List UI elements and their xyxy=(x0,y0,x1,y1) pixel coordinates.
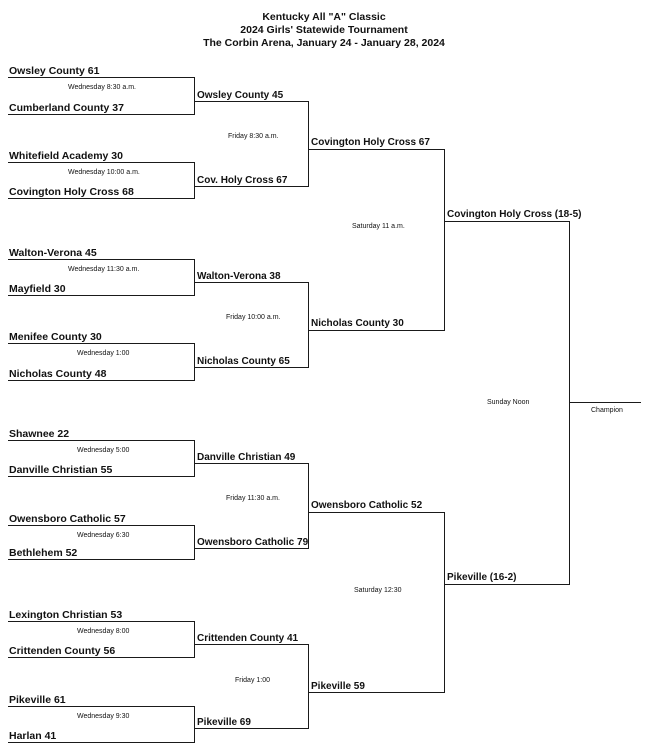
bracket-line xyxy=(194,621,195,658)
r2-team: Owensboro Catholic 79 xyxy=(197,537,309,548)
bracket-line xyxy=(194,525,195,560)
bracket-line xyxy=(194,101,309,102)
final-team: Pikeville (16-2) xyxy=(447,572,517,583)
bracket-line xyxy=(444,584,570,585)
bracket-line xyxy=(8,706,195,707)
r1-team: Menifee County 30 xyxy=(9,331,102,343)
bracket-line xyxy=(194,706,195,743)
bracket-line xyxy=(8,162,195,163)
r2-team: Danville Christian 49 xyxy=(197,452,296,463)
r1-team: Bethlehem 52 xyxy=(9,547,78,559)
bracket-line xyxy=(308,644,309,729)
bracket-line xyxy=(308,692,445,693)
game-time: Wednesday 8:30 a.m. xyxy=(68,84,136,91)
bracket-line xyxy=(8,295,195,296)
r1-team: Crittenden County 56 xyxy=(9,645,116,657)
r2-team: Cov. Holy Cross 67 xyxy=(197,175,288,186)
bracket-line xyxy=(8,621,195,622)
r1-team: Mayfield 30 xyxy=(9,283,66,295)
bracket-line xyxy=(308,330,445,331)
bracket-line xyxy=(8,559,195,560)
game-time: Wednesday 1:00 xyxy=(77,350,130,357)
bracket-line xyxy=(8,525,195,526)
game-time: Wednesday 6:30 xyxy=(77,532,130,539)
r1-team: Harlan 41 xyxy=(9,730,57,742)
game-time: Saturday 12:30 xyxy=(354,587,402,594)
r1-team: Owsley County 61 xyxy=(9,65,100,77)
bracket-line xyxy=(8,657,195,658)
bracket-line xyxy=(8,742,195,743)
champion-line xyxy=(569,402,641,403)
bracket-line xyxy=(194,162,195,199)
bracket-line xyxy=(194,77,195,115)
bracket-line xyxy=(444,512,445,693)
game-time: Sunday Noon xyxy=(487,399,530,406)
bracket-line xyxy=(194,644,309,645)
r2-team: Owsley County 45 xyxy=(197,90,284,101)
bracket-line xyxy=(444,149,445,331)
game-time: Friday 11:30 a.m. xyxy=(226,495,280,502)
r2-team: Nicholas County 65 xyxy=(197,356,290,367)
bracket-line xyxy=(194,463,309,464)
r1-team: Walton-Verona 45 xyxy=(9,247,97,259)
r1-team: Owensboro Catholic 57 xyxy=(9,513,126,525)
game-time: Wednesday 9:30 xyxy=(77,713,130,720)
bracket-line xyxy=(194,259,195,296)
bracket-line xyxy=(8,77,195,78)
r3-team: Covington Holy Cross 67 xyxy=(311,137,430,148)
r3-team: Owensboro Catholic 52 xyxy=(311,500,423,511)
tournament-title: Kentucky All "A" Classic xyxy=(262,11,386,23)
bracket-line xyxy=(308,149,445,150)
game-time: Saturday 11 a.m. xyxy=(352,223,405,230)
bracket-line xyxy=(8,198,195,199)
bracket-line xyxy=(8,114,195,115)
bracket-line xyxy=(308,101,309,187)
game-time: Wednesday 11:30 a.m. xyxy=(68,266,140,273)
r2-team: Pikeville 69 xyxy=(197,717,251,728)
bracket-line xyxy=(308,512,445,513)
bracket-line xyxy=(194,728,309,729)
game-time: Friday 10:00 a.m. xyxy=(226,314,281,321)
r1-team: Nicholas County 48 xyxy=(9,368,107,380)
bracket-line xyxy=(308,463,309,549)
tournament-venue-dates: The Corbin Arena, January 24 - January 2… xyxy=(203,37,445,49)
bracket-line xyxy=(308,282,309,368)
tournament-subtitle: 2024 Girls' Statewide Tournament xyxy=(240,24,408,36)
bracket-line xyxy=(194,343,195,381)
bracket-line xyxy=(8,476,195,477)
final-team: Covington Holy Cross (18-5) xyxy=(447,209,582,220)
bracket-line xyxy=(8,380,195,381)
bracket-line xyxy=(194,367,309,368)
bracket-line xyxy=(194,440,195,477)
r1-team: Covington Holy Cross 68 xyxy=(9,186,134,198)
game-time: Friday 8:30 a.m. xyxy=(228,133,279,140)
game-time: Wednesday 8:00 xyxy=(77,628,130,635)
bracket-line xyxy=(8,343,195,344)
r2-team: Walton-Verona 38 xyxy=(197,271,281,282)
game-time: Wednesday 10:00 a.m. xyxy=(68,169,140,176)
bracket-line xyxy=(569,221,570,585)
bracket-line xyxy=(444,221,570,222)
r1-team: Cumberland County 37 xyxy=(9,102,124,114)
bracket-line xyxy=(194,282,309,283)
r2-team: Crittenden County 41 xyxy=(197,633,299,644)
bracket-line xyxy=(194,548,309,549)
r1-team: Shawnee 22 xyxy=(9,428,70,440)
champion-label: Champion xyxy=(591,407,623,414)
game-time: Friday 1:00 xyxy=(235,677,271,684)
bracket-line xyxy=(8,440,195,441)
r1-team: Pikeville 61 xyxy=(9,694,66,706)
bracket-line xyxy=(194,186,309,187)
r1-team: Lexington Christian 53 xyxy=(9,609,123,621)
r1-team: Whitefield Academy 30 xyxy=(9,150,123,162)
game-time: Wednesday 5:00 xyxy=(77,447,130,454)
r3-team: Nicholas County 30 xyxy=(311,318,404,329)
r1-team: Danville Christian 55 xyxy=(9,464,113,476)
r3-team: Pikeville 59 xyxy=(311,681,365,692)
bracket-line xyxy=(8,259,195,260)
